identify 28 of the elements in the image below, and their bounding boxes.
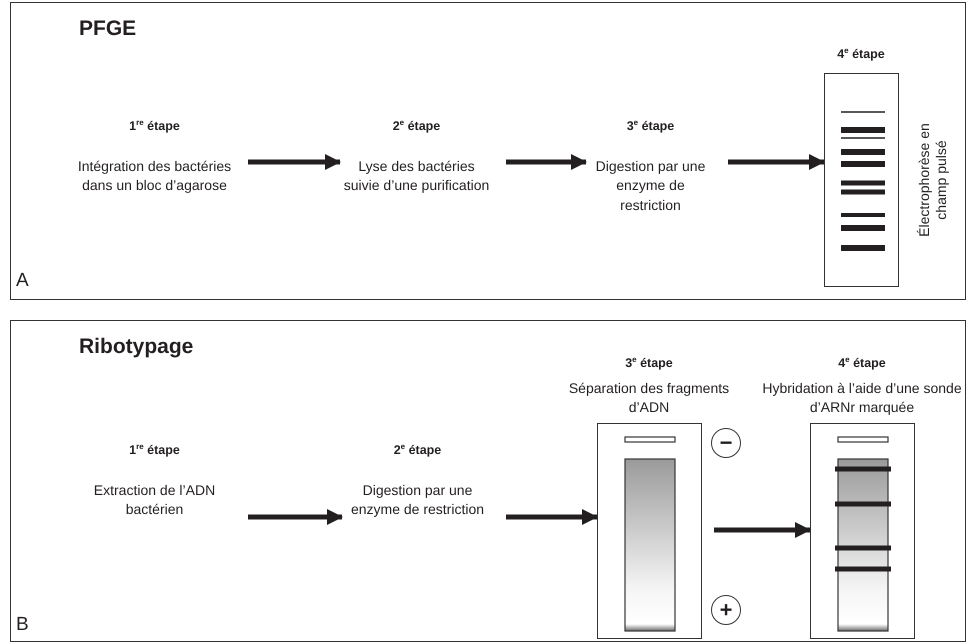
- panel-letter: B: [16, 614, 29, 636]
- arrow: [248, 509, 343, 525]
- step-description: Hybridation à l’aide d’une sonde d’ARNr marquée: [762, 378, 962, 417]
- step-description: Intégration des bactéries dans un bloc d’agarose: [76, 156, 232, 196]
- step-heading: 4$^{e}$ étape: [837, 46, 885, 62]
- arrow: [248, 154, 341, 170]
- arrow: [506, 509, 598, 525]
- step-heading: 1$^{re}$ étape: [129, 442, 180, 457]
- step-heading: 2$^{e}$ étape: [394, 442, 442, 457]
- panel-letter: A: [16, 270, 29, 292]
- step-description: Digestion par une enzyme de restriction: [594, 156, 706, 215]
- arrow: [728, 154, 825, 170]
- step-heading: 1$^{re}$ étape: [129, 118, 180, 133]
- step-description: Lyse des bactéries suivie d’une purification: [342, 156, 490, 196]
- step-description: Extraction de l’ADN bactérien: [92, 480, 216, 520]
- panel-title: PFGE: [79, 17, 136, 41]
- side-caption: Électrophorèse en champ pulsé: [916, 122, 950, 238]
- step-heading: 4$^{e}$ étape: [838, 355, 886, 370]
- step-description: Séparation des fragments d’ADN: [568, 378, 730, 417]
- step-heading: 2$^{e}$ étape: [392, 118, 440, 133]
- step-heading: 3$^{e}$ étape: [625, 355, 673, 370]
- panel-frame: [10, 320, 966, 642]
- step-heading: 3$^{e}$ étape: [626, 118, 674, 133]
- arrow: [714, 522, 811, 538]
- panel-frame: [10, 2, 966, 300]
- step-description: Digestion par une enzyme de restriction: [350, 480, 486, 520]
- arrow: [506, 154, 587, 170]
- panel-title: Ribotypage: [79, 335, 194, 359]
